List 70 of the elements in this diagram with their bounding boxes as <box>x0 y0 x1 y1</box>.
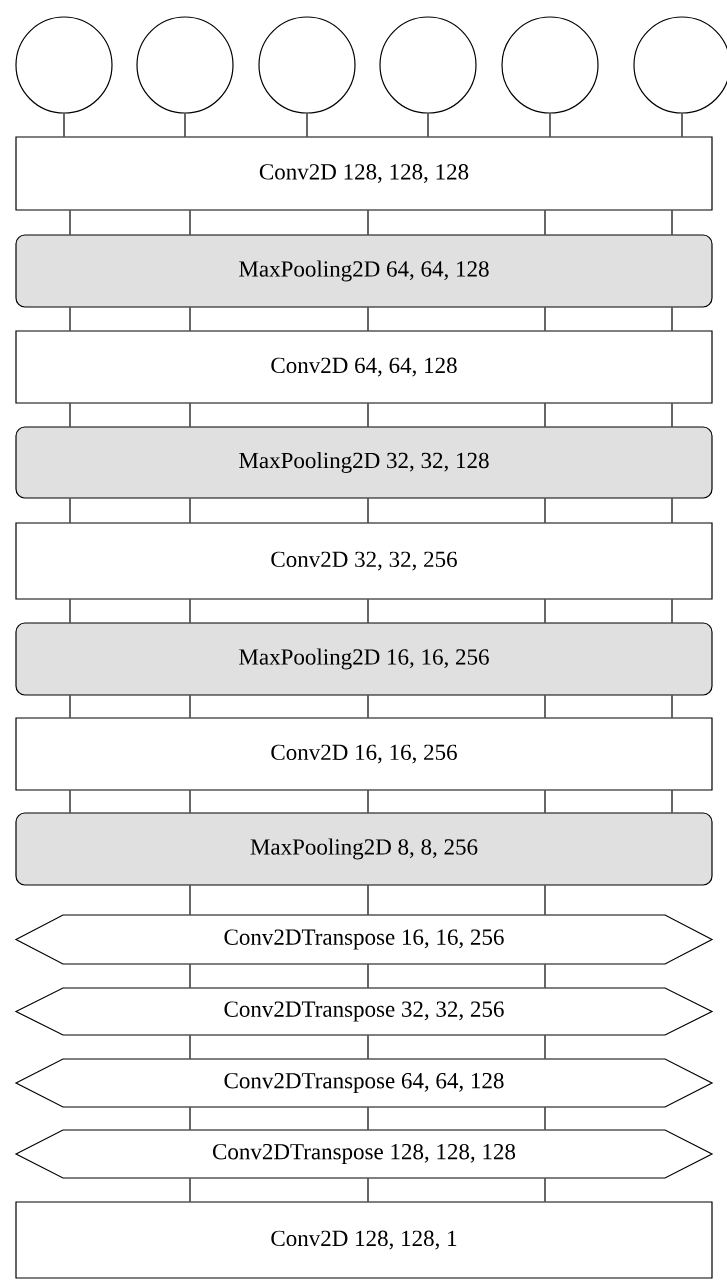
connector-line <box>189 210 191 235</box>
connector-line <box>671 790 673 813</box>
connector-line <box>189 885 191 915</box>
connector-line <box>367 403 369 427</box>
connector-line <box>189 964 191 988</box>
connector-line <box>189 1178 191 1202</box>
connector-line <box>69 307 71 331</box>
connector-line <box>544 1178 546 1202</box>
connector-line <box>367 498 369 523</box>
connector-line <box>544 403 546 427</box>
connector-line <box>367 790 369 813</box>
connector-line <box>544 1035 546 1059</box>
connector-line <box>544 599 546 623</box>
input-circle <box>258 16 356 114</box>
layer-box: Conv2D 64, 64, 128 <box>15 330 713 404</box>
input-circle <box>15 16 113 114</box>
layer-box: MaxPooling2D 64, 64, 128 <box>15 234 713 308</box>
layer-box: Conv2D 16, 16, 256 <box>15 717 713 791</box>
connector-line <box>189 307 191 331</box>
connector-line <box>306 113 308 137</box>
connector-line <box>63 113 65 137</box>
connector-line <box>69 498 71 523</box>
connector-line <box>189 695 191 718</box>
connector-line <box>544 498 546 523</box>
connector-line <box>671 210 673 235</box>
connector-line <box>544 885 546 915</box>
layer-box: MaxPooling2D 16, 16, 256 <box>15 622 713 696</box>
connector-line <box>69 599 71 623</box>
connector-line <box>544 210 546 235</box>
connector-line <box>544 964 546 988</box>
connector-line <box>367 210 369 235</box>
connector-line <box>184 113 186 137</box>
connector-line <box>367 599 369 623</box>
input-circle <box>379 16 477 114</box>
connector-line <box>367 1178 369 1202</box>
connector-line <box>544 307 546 331</box>
connector-line <box>671 599 673 623</box>
connector-line <box>367 1107 369 1130</box>
connector-line <box>544 695 546 718</box>
connector-line <box>544 790 546 813</box>
layer-box: MaxPooling2D 8, 8, 256 <box>15 812 713 886</box>
connector-line <box>367 964 369 988</box>
connector-line <box>69 403 71 427</box>
connector-line <box>189 790 191 813</box>
layer-box: Conv2D 128, 128, 1 <box>15 1201 713 1279</box>
connector-line <box>367 885 369 915</box>
connector-line <box>189 599 191 623</box>
connector-line <box>69 790 71 813</box>
layer-box: Conv2D 128, 128, 128 <box>15 136 713 211</box>
connector-line <box>189 403 191 427</box>
connector-line <box>427 113 429 137</box>
input-circle <box>136 16 234 114</box>
connector-line <box>69 210 71 235</box>
connector-line <box>671 307 673 331</box>
connector-line <box>367 307 369 331</box>
layer-box: Conv2D 32, 32, 256 <box>15 522 713 600</box>
connector-line <box>367 695 369 718</box>
connector-line <box>681 113 683 137</box>
connector-line <box>544 1107 546 1130</box>
connector-line <box>189 1035 191 1059</box>
connector-line <box>69 695 71 718</box>
connector-line <box>671 498 673 523</box>
connector-line <box>189 1107 191 1130</box>
connector-line <box>671 403 673 427</box>
connector-line <box>367 1035 369 1059</box>
input-circle <box>501 16 599 114</box>
connector-line <box>189 498 191 523</box>
layer-box: MaxPooling2D 32, 32, 128 <box>15 426 713 499</box>
connector-line <box>549 113 551 137</box>
connector-line <box>671 695 673 718</box>
